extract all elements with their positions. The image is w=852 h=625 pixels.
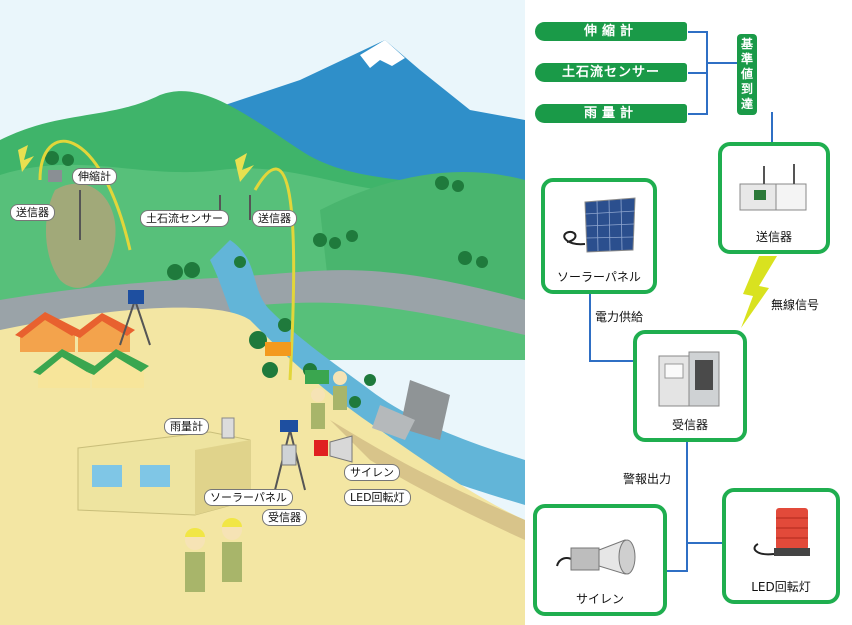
river <box>210 240 525 505</box>
label-receiver: 受信器 <box>262 509 307 526</box>
label-led-lamp: LED回転灯 <box>344 489 411 506</box>
led-lamp-icon <box>753 508 810 556</box>
transmitter-icon <box>739 164 807 211</box>
threshold-reached-badge: 基 準 値 到 達 <box>737 34 757 115</box>
transmitter-label: 送信器 <box>755 230 792 244</box>
solar-panel-label: ソーラーパネル <box>557 270 641 284</box>
solar-panel-box: ソーラーパネル <box>541 178 657 294</box>
site-illustration <box>0 0 525 625</box>
receiver-label: 受信器 <box>671 418 708 432</box>
label-transmitter-center: 送信器 <box>252 210 297 227</box>
label-extensometer: 伸縮計 <box>72 168 117 185</box>
sensor-rain-gauge: 雨量計 <box>535 104 687 123</box>
signal-arc <box>38 140 132 251</box>
wireless-signal-label: 無線信号 <box>771 298 820 312</box>
receiver-box: 受信器 <box>633 330 747 442</box>
solar-panel-icon <box>563 197 636 253</box>
siren-box: サイレン <box>533 504 667 616</box>
sensor-debris-flow: 土石流センサー <box>535 63 687 82</box>
houses <box>15 312 149 388</box>
sensor-extensometer: 伸縮計 <box>535 22 687 41</box>
wireless-bolt-icon <box>741 256 777 328</box>
system-diagram: 伸縮計 土石流センサー 雨量計 基 準 値 到 達 送信器 ソーラーパネル <box>525 0 852 625</box>
transmitter-box: 送信器 <box>718 142 830 254</box>
led-lamp-label: LED回転灯 <box>751 580 811 594</box>
label-siren: サイレン <box>344 464 400 481</box>
receiver-icon <box>658 351 720 407</box>
led-lamp-box: LED回転灯 <box>722 488 840 604</box>
alarm-output-label: 警報出力 <box>623 472 672 486</box>
label-debris-sensor: 土石流センサー <box>140 210 229 227</box>
siren-icon <box>556 539 636 575</box>
siren-label: サイレン <box>575 592 624 606</box>
excavator <box>265 342 291 356</box>
label-rain-gauge: 雨量計 <box>164 418 209 435</box>
label-solar-panel: ソーラーパネル <box>204 489 293 506</box>
label-transmitter-left: 送信器 <box>10 204 55 221</box>
power-supply-label: 電力供給 <box>595 310 644 324</box>
